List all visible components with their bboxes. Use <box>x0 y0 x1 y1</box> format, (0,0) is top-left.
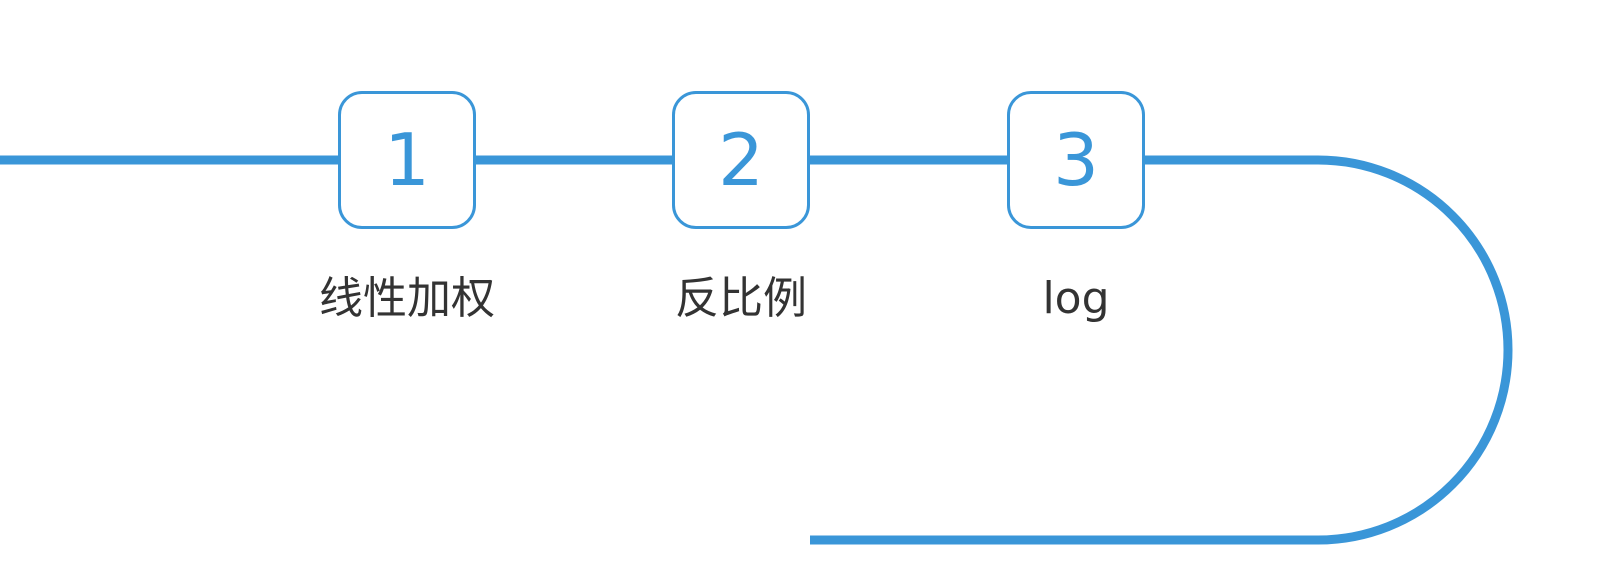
step-box-2: 2 <box>672 91 810 229</box>
step-label-3: log <box>1042 273 1110 324</box>
step-number-2: 2 <box>718 118 764 202</box>
step-number-3: 3 <box>1053 118 1099 202</box>
step-label-1: 线性加权 <box>319 273 495 324</box>
step-box-3: 3 <box>1007 91 1145 229</box>
step-label-2: 反比例 <box>675 273 807 324</box>
track-line <box>0 155 1513 545</box>
step-box-1: 1 <box>338 91 476 229</box>
step-number-1: 1 <box>384 118 430 202</box>
